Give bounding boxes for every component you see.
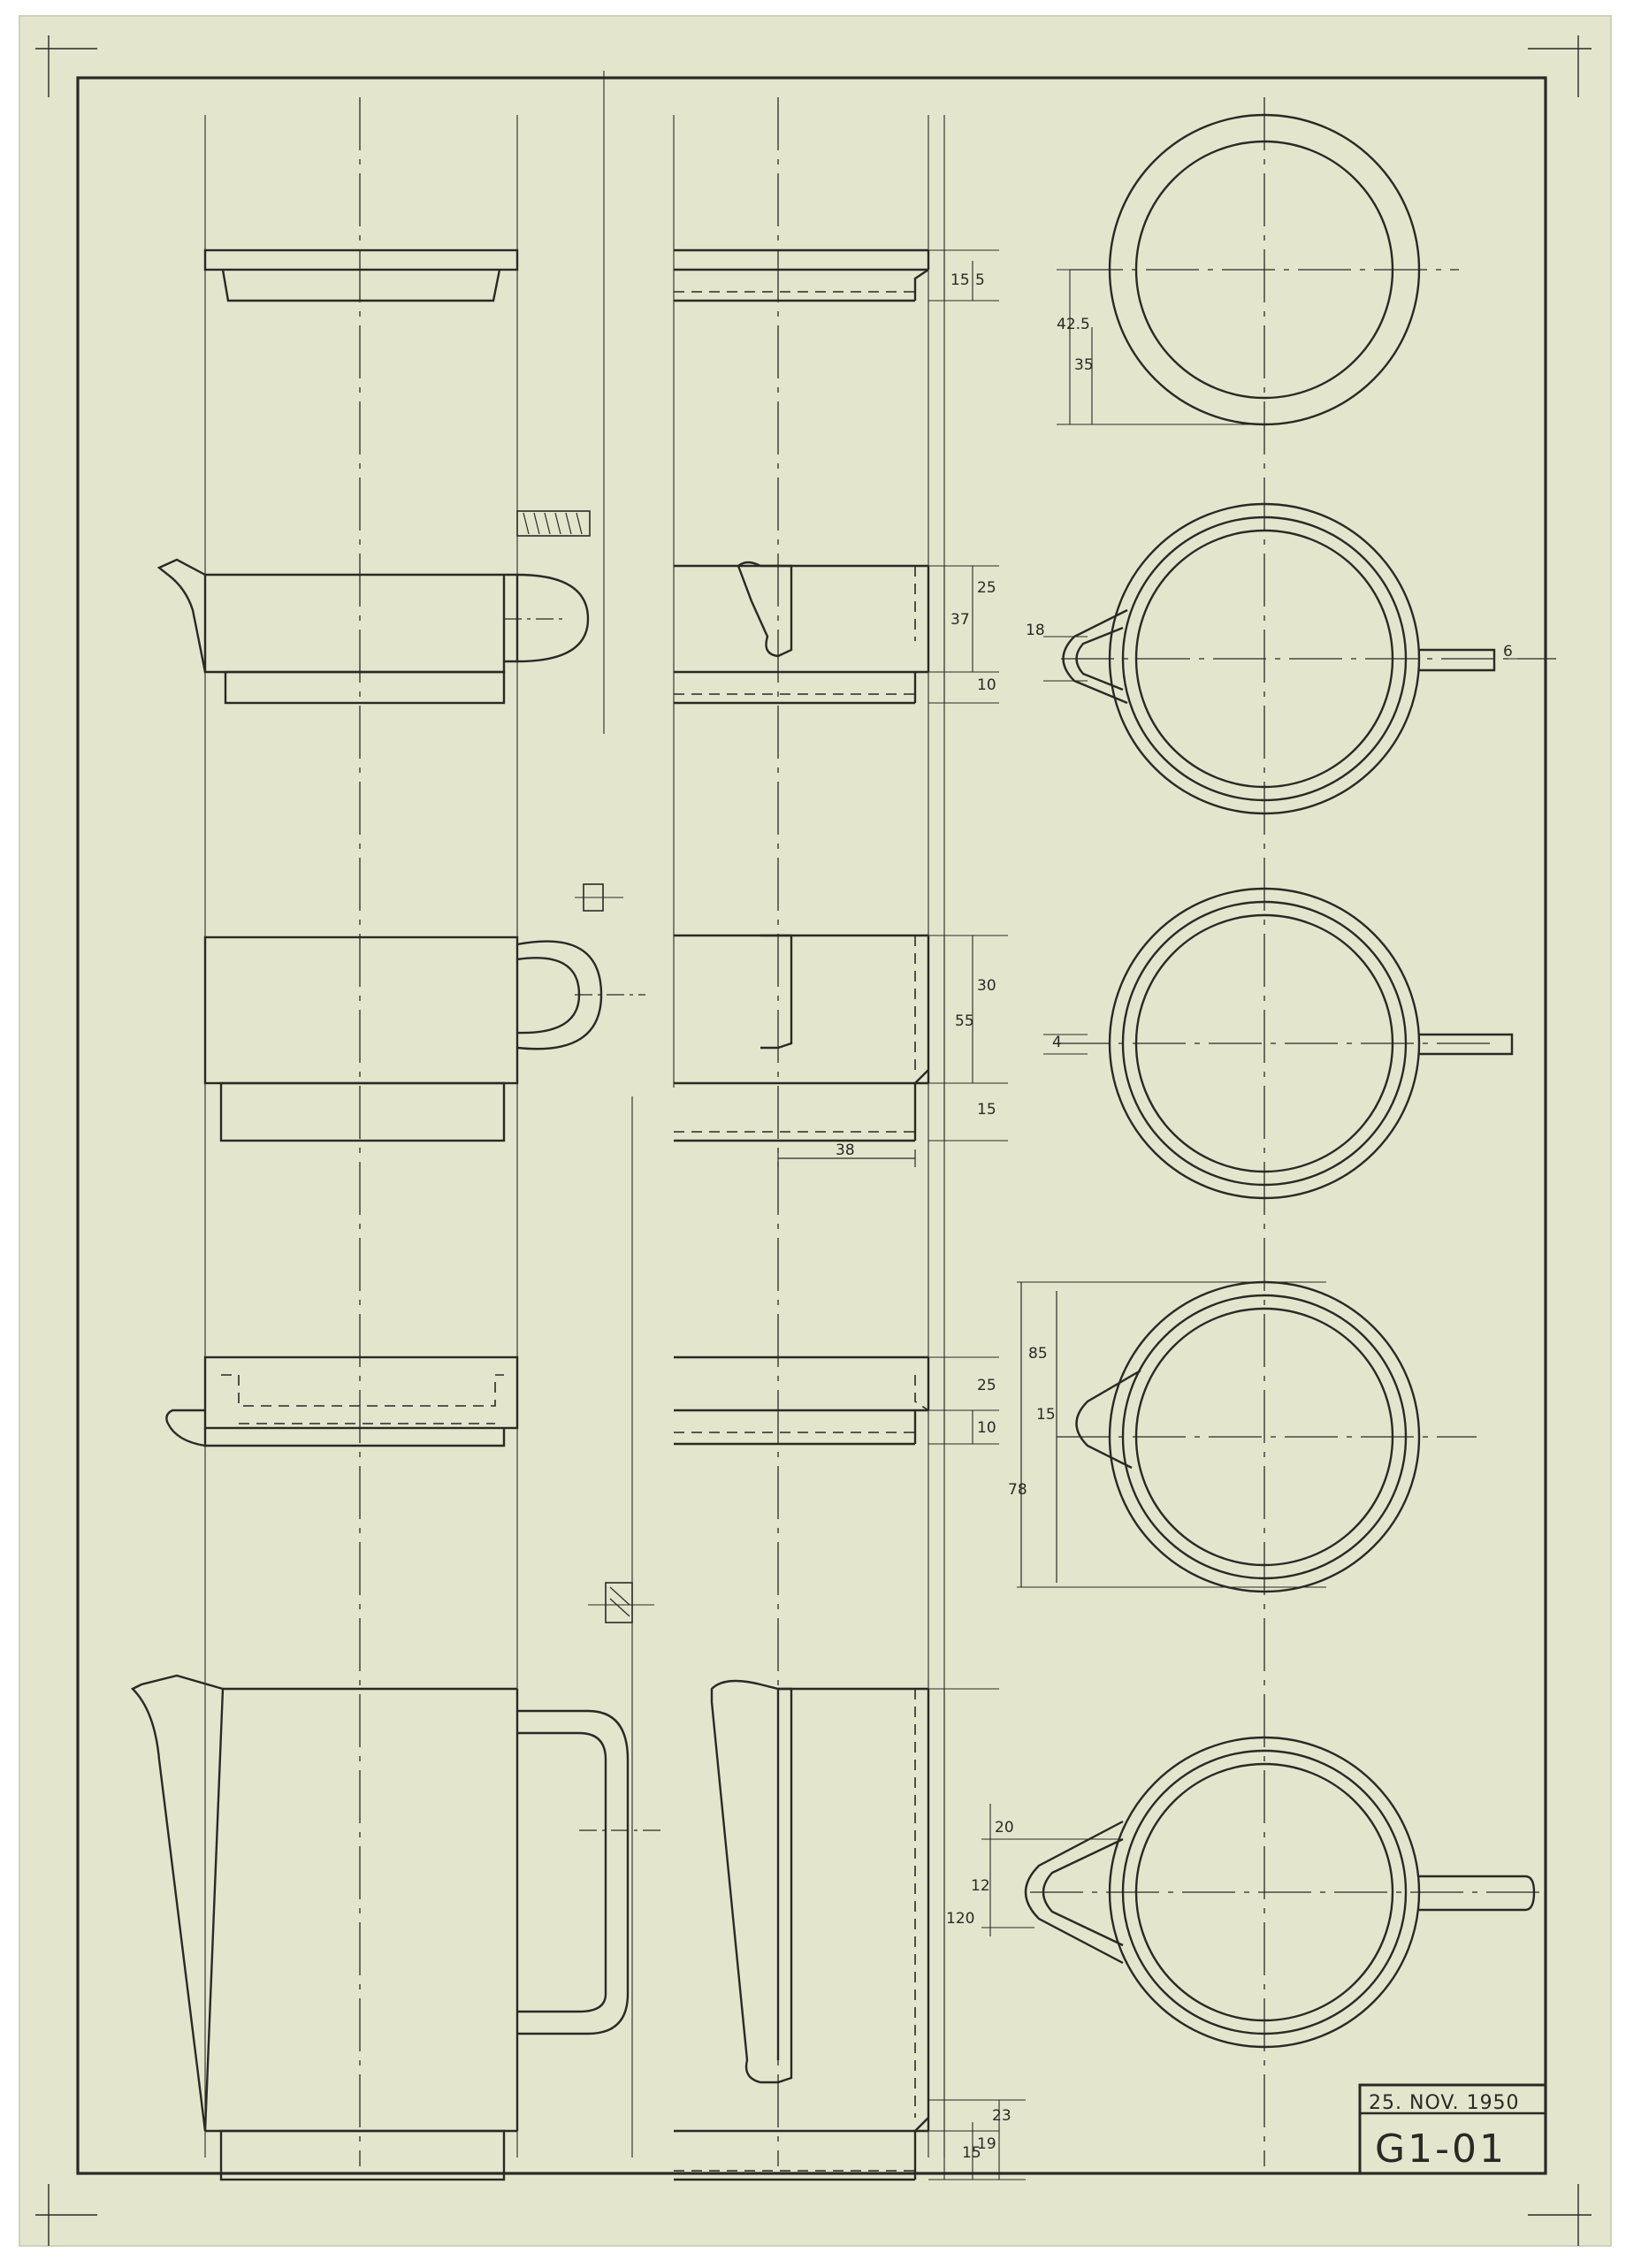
dim-bowl-15: 15 — [1036, 1406, 1056, 1424]
dim-jug-20: 20 — [995, 1819, 1014, 1837]
dimension-labels: 15 5 42.5 35 25 37 10 18 6 30 55 15 38 4… — [836, 271, 1513, 2162]
jug-elevation — [130, 1582, 663, 2181]
bowl-section — [674, 1355, 930, 1446]
dim-bowl-85: 85 — [1028, 1345, 1048, 1363]
cup-plan — [1057, 887, 1514, 1200]
cup-elevation — [203, 883, 645, 1142]
lid-elevation — [203, 248, 519, 302]
drawing-code: G1-01 — [1375, 2127, 1507, 2172]
title-block — [1358, 2083, 1547, 2175]
dim-cup-55: 55 — [955, 1012, 974, 1030]
jug-section — [674, 1679, 930, 2181]
corner-marks — [35, 35, 1592, 2246]
dim-creamer-37: 37 — [950, 611, 970, 629]
bowl-elevation — [165, 1355, 519, 1447]
creamer-plan — [1061, 502, 1556, 815]
dim-jug-23: 23 — [992, 2107, 1011, 2125]
dim-cup-38: 38 — [836, 1142, 855, 1159]
paper-background — [19, 15, 1612, 2247]
dim-cup-4: 4 — [1052, 1034, 1062, 1051]
jug-plan — [1024, 1736, 1543, 2049]
dim-creamer-10: 10 — [977, 676, 996, 694]
bowl-plan — [1017, 1280, 1477, 1593]
dim-creamer-18: 18 — [1026, 622, 1045, 639]
cup-section — [674, 934, 930, 1167]
dim-jug-120: 120 — [946, 1910, 974, 1928]
dim-jug-19: 19 — [977, 2135, 996, 2153]
dim-lid-42-5: 42.5 — [1057, 316, 1090, 333]
lid-section — [674, 248, 930, 302]
creamer-elevation — [156, 510, 591, 705]
dim-jug-15: 15 — [962, 2144, 981, 2162]
dim-creamer-6: 6 — [1503, 643, 1513, 661]
dim-lid-35: 35 — [1074, 356, 1094, 374]
dim-jug-12: 12 — [971, 1877, 990, 1895]
dim-lid-5: 5 — [975, 271, 985, 289]
drawing-frame — [76, 76, 1547, 2175]
creamer-section — [674, 561, 930, 705]
dim-cup-15: 15 — [977, 1101, 996, 1119]
drawing-date: 25. NOV. 1950 — [1369, 2092, 1520, 2114]
dim-bowl-78: 78 — [1008, 1481, 1027, 1499]
dim-lid-15: 15 — [950, 271, 970, 289]
dim-cup-30: 30 — [977, 977, 996, 995]
dimension-lines — [928, 249, 1538, 2180]
dim-bowl-25: 25 — [977, 1377, 996, 1394]
dim-bowl-10: 10 — [977, 1419, 996, 1437]
dim-creamer-25: 25 — [977, 579, 996, 597]
